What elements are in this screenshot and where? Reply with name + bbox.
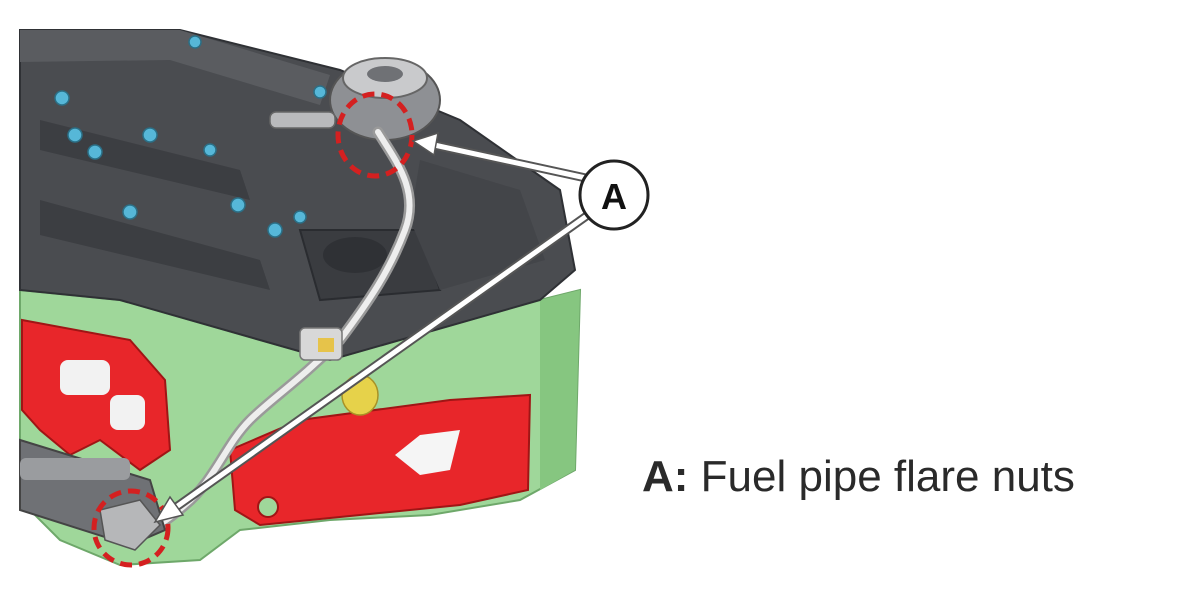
pointer-arrowhead-top [411,131,439,157]
callout-a: A [578,159,650,231]
intake-gasket [21,318,532,527]
legend-text: Fuel pipe flare nuts [700,452,1075,501]
callout-circle [578,159,650,231]
pointer-arrowhead-bottom [153,495,185,524]
flare-nut-markers [91,91,415,568]
bolt-caps [54,35,327,238]
fuel-pump [269,57,441,141]
callout-pointers [153,131,598,524]
legend: A: Fuel pipe flare nuts [642,452,1075,502]
flare-nut-marker-top [335,91,415,179]
callout-letter: A [601,176,627,217]
fuel-rail [19,438,167,551]
flare-nut-marker-bottom [91,488,171,568]
legend-key: A: [642,452,689,501]
